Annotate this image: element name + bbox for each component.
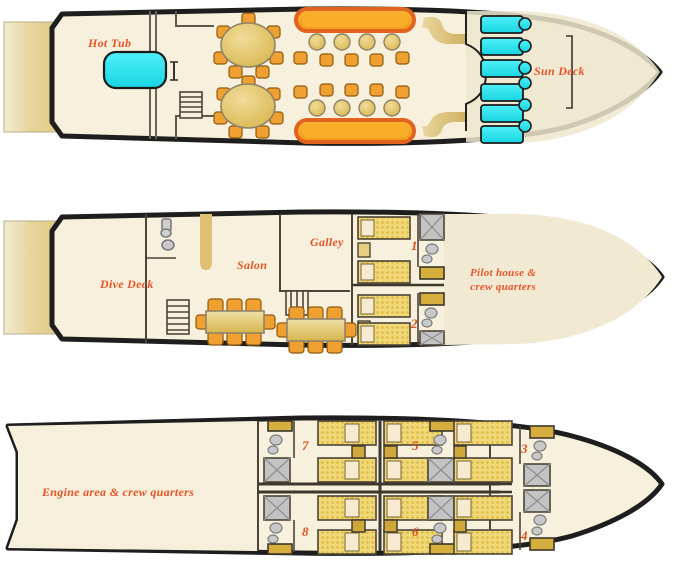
bathroom-cabin-6 — [427, 495, 459, 555]
cabin-2 — [357, 292, 445, 346]
bar-tables-lower — [308, 99, 401, 117]
nightstand — [383, 519, 398, 533]
bar-tables-upper — [308, 33, 401, 51]
bed — [453, 529, 513, 555]
stools-upper — [293, 51, 410, 67]
deck-rail-lower — [422, 112, 466, 138]
salon-column — [200, 214, 212, 270]
partition-upper — [175, 11, 214, 27]
bed — [317, 495, 377, 521]
round-table-upper — [213, 12, 284, 79]
bed — [383, 529, 443, 555]
dining-table-1 — [195, 298, 276, 346]
stairs-top-deck — [179, 91, 203, 119]
bathroom-cabin-7 — [263, 420, 295, 483]
cabin-4 — [453, 489, 555, 555]
dining-table-2 — [276, 306, 357, 354]
cabin-3 — [453, 420, 555, 487]
nightstand — [357, 242, 371, 258]
stools-lower — [293, 83, 410, 99]
bathroom-cabin-4 — [519, 489, 555, 551]
nightstand — [383, 445, 398, 459]
bed — [357, 216, 411, 240]
bed — [453, 420, 513, 446]
engine-area — [8, 421, 258, 551]
pilot-house-area — [444, 214, 662, 345]
sofa-lower — [294, 118, 416, 144]
bathroom-cabin-2 — [417, 292, 445, 346]
nightstand — [453, 445, 467, 459]
galley-wall — [279, 214, 350, 292]
nightstand — [351, 445, 366, 459]
bed — [357, 294, 411, 318]
nightstand — [351, 519, 366, 533]
cabin-8 — [263, 495, 377, 555]
cabin-1 — [352, 213, 445, 287]
hot-tub — [102, 50, 168, 90]
cabin-7 — [263, 420, 377, 483]
bed — [317, 457, 377, 483]
bed — [317, 529, 377, 555]
bathroom-cabin-8 — [263, 495, 295, 555]
bathroom-cabin-5 — [427, 420, 459, 483]
lounger — [480, 76, 532, 102]
deck-middle-main-deck — [0, 195, 676, 370]
sofa-upper — [294, 7, 416, 33]
cabin-6 — [383, 495, 459, 555]
forward-rail — [566, 35, 573, 109]
stairs-dive-deck — [166, 299, 190, 335]
nightstand — [453, 519, 467, 533]
lounger — [480, 59, 532, 78]
bed — [453, 495, 513, 521]
bathroom-salon — [145, 214, 176, 259]
bed — [357, 322, 411, 346]
sun-loungers — [480, 15, 532, 144]
cabin-5 — [383, 420, 459, 483]
lounger — [480, 15, 532, 34]
bed — [453, 457, 513, 483]
bed — [383, 420, 443, 446]
bed — [317, 420, 377, 446]
deck-rail-upper — [422, 16, 466, 44]
lounger — [480, 98, 532, 123]
deck-lower — [0, 400, 676, 574]
deck-top-sun-deck — [0, 0, 676, 170]
round-table-lower — [213, 75, 284, 139]
bathroom-cabin-1 — [417, 213, 445, 280]
lounger — [480, 37, 532, 56]
bathroom-cabin-3 — [519, 425, 555, 487]
lounger — [480, 119, 532, 144]
bed — [357, 260, 411, 284]
